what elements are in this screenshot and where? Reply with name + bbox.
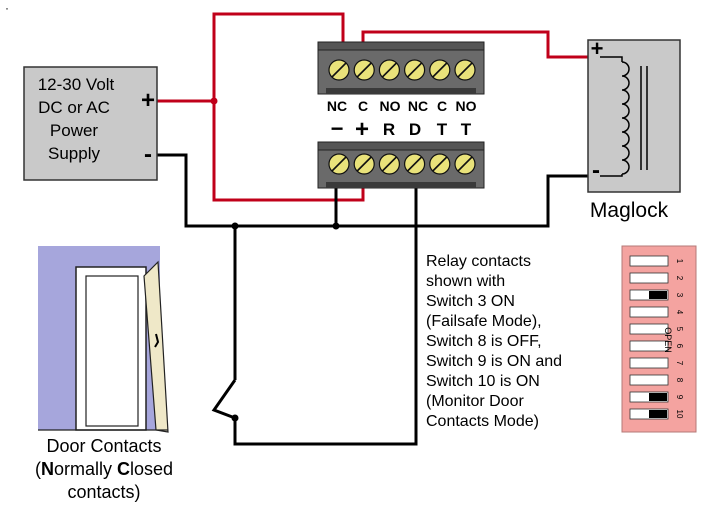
dip-switch-slots: 1 2 3 4 5 6 7 8 9 10 xyxy=(629,255,684,420)
dip-switch-number-2: 2 xyxy=(675,276,684,281)
relay-note-line-6: Switch 9 is ON and xyxy=(426,353,562,370)
bottom-terminal-labels: − + R D T T xyxy=(331,116,472,143)
top-terminal-label-1: NC xyxy=(327,98,347,114)
dip-switch-slot-7 xyxy=(629,357,669,369)
dip-switch-open-label: OPEN xyxy=(663,327,673,353)
top-terminal-screws xyxy=(328,59,476,81)
power-supply-line-2: DC or AC xyxy=(38,98,110,117)
dip-switch-number-6: 6 xyxy=(675,344,684,349)
top-terminal-screw-slot-4 xyxy=(407,62,423,78)
bottom-terminal-label-4: D xyxy=(409,120,421,139)
power-supply-line-1: 12-30 Volt xyxy=(38,75,115,94)
top-terminal-screw-slot-2 xyxy=(356,62,372,78)
relay-note-line-4: (Failsafe Mode), xyxy=(426,313,542,330)
dip-switch-number-9: 9 xyxy=(675,395,684,400)
relay-note-line-3: Switch 3 ON xyxy=(426,293,515,310)
top-terminal-label-4: NC xyxy=(408,98,428,114)
door-handle-icon xyxy=(154,333,160,348)
bottom-terminal-screw-slot-1 xyxy=(331,156,347,172)
dip-switch-number-3: 3 xyxy=(675,293,684,298)
dip-switch-number-5: 5 xyxy=(675,327,684,332)
relay-note-line-9: Contacts Mode) xyxy=(426,413,539,430)
bottom-terminal-label-5: T xyxy=(437,120,448,139)
red-wire-relay-c-to-maglock-plus xyxy=(361,30,590,60)
corner-mark: · xyxy=(5,1,9,15)
dip-switch-number-4: 4 xyxy=(675,310,684,315)
top-terminal-label-5: C xyxy=(437,98,447,114)
relay-note-line-8: (Monitor Door xyxy=(426,393,524,410)
door-caption-line-1: Door Contacts xyxy=(46,436,161,456)
dip-switch-slot-2 xyxy=(629,272,669,284)
dip-switch-number-7: 7 xyxy=(675,361,684,366)
bottom-terminal-screw-slot-6 xyxy=(457,156,473,172)
maglock-coil-lead-top xyxy=(600,56,623,62)
dip-switch-slot-5 xyxy=(629,323,669,335)
door-illustration xyxy=(38,246,169,433)
red-wire-junction xyxy=(210,97,218,105)
top-terminal-block xyxy=(317,41,485,95)
dip-switch-slot-1 xyxy=(629,255,669,267)
red-wire-supply-plus-to-terminal-nc xyxy=(157,12,345,103)
bottom-terminal-label-1: − xyxy=(331,116,344,141)
door-caption-line-2: (Normally Closed xyxy=(35,459,173,479)
dip-switch-knob-10 xyxy=(649,410,667,418)
top-terminal-labels: NC C NO NC C NO xyxy=(327,98,477,114)
maglock-minus-label: - xyxy=(592,157,600,184)
top-terminal-screw-slot-5 xyxy=(432,62,448,78)
dip-switch-slot-6 xyxy=(629,340,669,352)
relay-note-line-5: Switch 8 is OFF, xyxy=(426,333,542,350)
black-wires xyxy=(157,153,590,446)
top-terminal-screw-slot-6 xyxy=(457,62,473,78)
relay-note-line-7: Switch 10 is ON xyxy=(426,373,540,390)
relay-note-line-2: shown with xyxy=(426,273,505,290)
black-wire-junction-left xyxy=(231,222,239,230)
bottom-terminal-screw-slot-5 xyxy=(432,156,448,172)
bottom-terminal-label-3: R xyxy=(383,120,395,139)
black-wire-supply-minus-to-maglock-minus xyxy=(157,153,590,228)
black-wire-junction-right xyxy=(332,222,340,230)
dip-switch: 1 2 3 4 5 6 7 8 9 10 OPEN xyxy=(621,245,697,433)
bottom-terminal-block xyxy=(317,141,485,189)
bottom-terminal-screw-slot-4 xyxy=(407,156,423,172)
dip-switch-number-8: 8 xyxy=(675,378,684,383)
dip-switch-knob-9 xyxy=(649,393,667,401)
dip-switch-knob-3 xyxy=(649,291,667,299)
door-caption-line-3: contacts) xyxy=(67,482,140,502)
top-terminal-label-3: NO xyxy=(380,98,401,114)
dip-switch-number-10: 10 xyxy=(675,410,684,419)
top-terminal-label-6: NO xyxy=(456,98,477,114)
bottom-terminal-screws xyxy=(328,153,476,175)
maglock-plus-label: + xyxy=(591,36,604,61)
power-supply: 12-30 Volt DC or AC Power Supply + - xyxy=(23,66,158,181)
bottom-terminal-screw-slot-2 xyxy=(356,156,372,172)
dip-switch-number-1: 1 xyxy=(675,259,684,264)
power-supply-line-4: Supply xyxy=(48,144,100,163)
maglock-coil xyxy=(621,61,630,175)
top-terminal-screw-slot-1 xyxy=(331,62,347,78)
maglock-label: Maglock xyxy=(590,199,669,222)
door-switch-blade xyxy=(211,379,237,420)
door-switch-contact xyxy=(231,414,239,422)
top-terminal-screw-slot-3 xyxy=(381,62,397,78)
relay-note-line-1: Relay contacts xyxy=(426,253,531,270)
bottom-terminal-screw-slot-3 xyxy=(381,156,397,172)
dip-switch-slot-8 xyxy=(629,374,669,386)
power-supply-line-3: Power xyxy=(50,121,99,140)
maglock: + - xyxy=(587,36,681,193)
power-supply-minus-label: - xyxy=(144,141,152,168)
bottom-terminal-label-2: + xyxy=(355,116,369,143)
black-wire-door-return xyxy=(233,165,418,446)
bottom-terminal-label-6: T xyxy=(461,120,472,139)
relay-note: Relay contacts shown with Switch 3 ON (F… xyxy=(426,253,562,430)
top-terminal-label-2: C xyxy=(358,98,368,114)
door-opening xyxy=(85,275,139,427)
dip-switch-slot-4 xyxy=(629,306,669,318)
power-supply-plus-label: + xyxy=(141,87,155,114)
maglock-coil-lead-bottom xyxy=(600,174,623,177)
